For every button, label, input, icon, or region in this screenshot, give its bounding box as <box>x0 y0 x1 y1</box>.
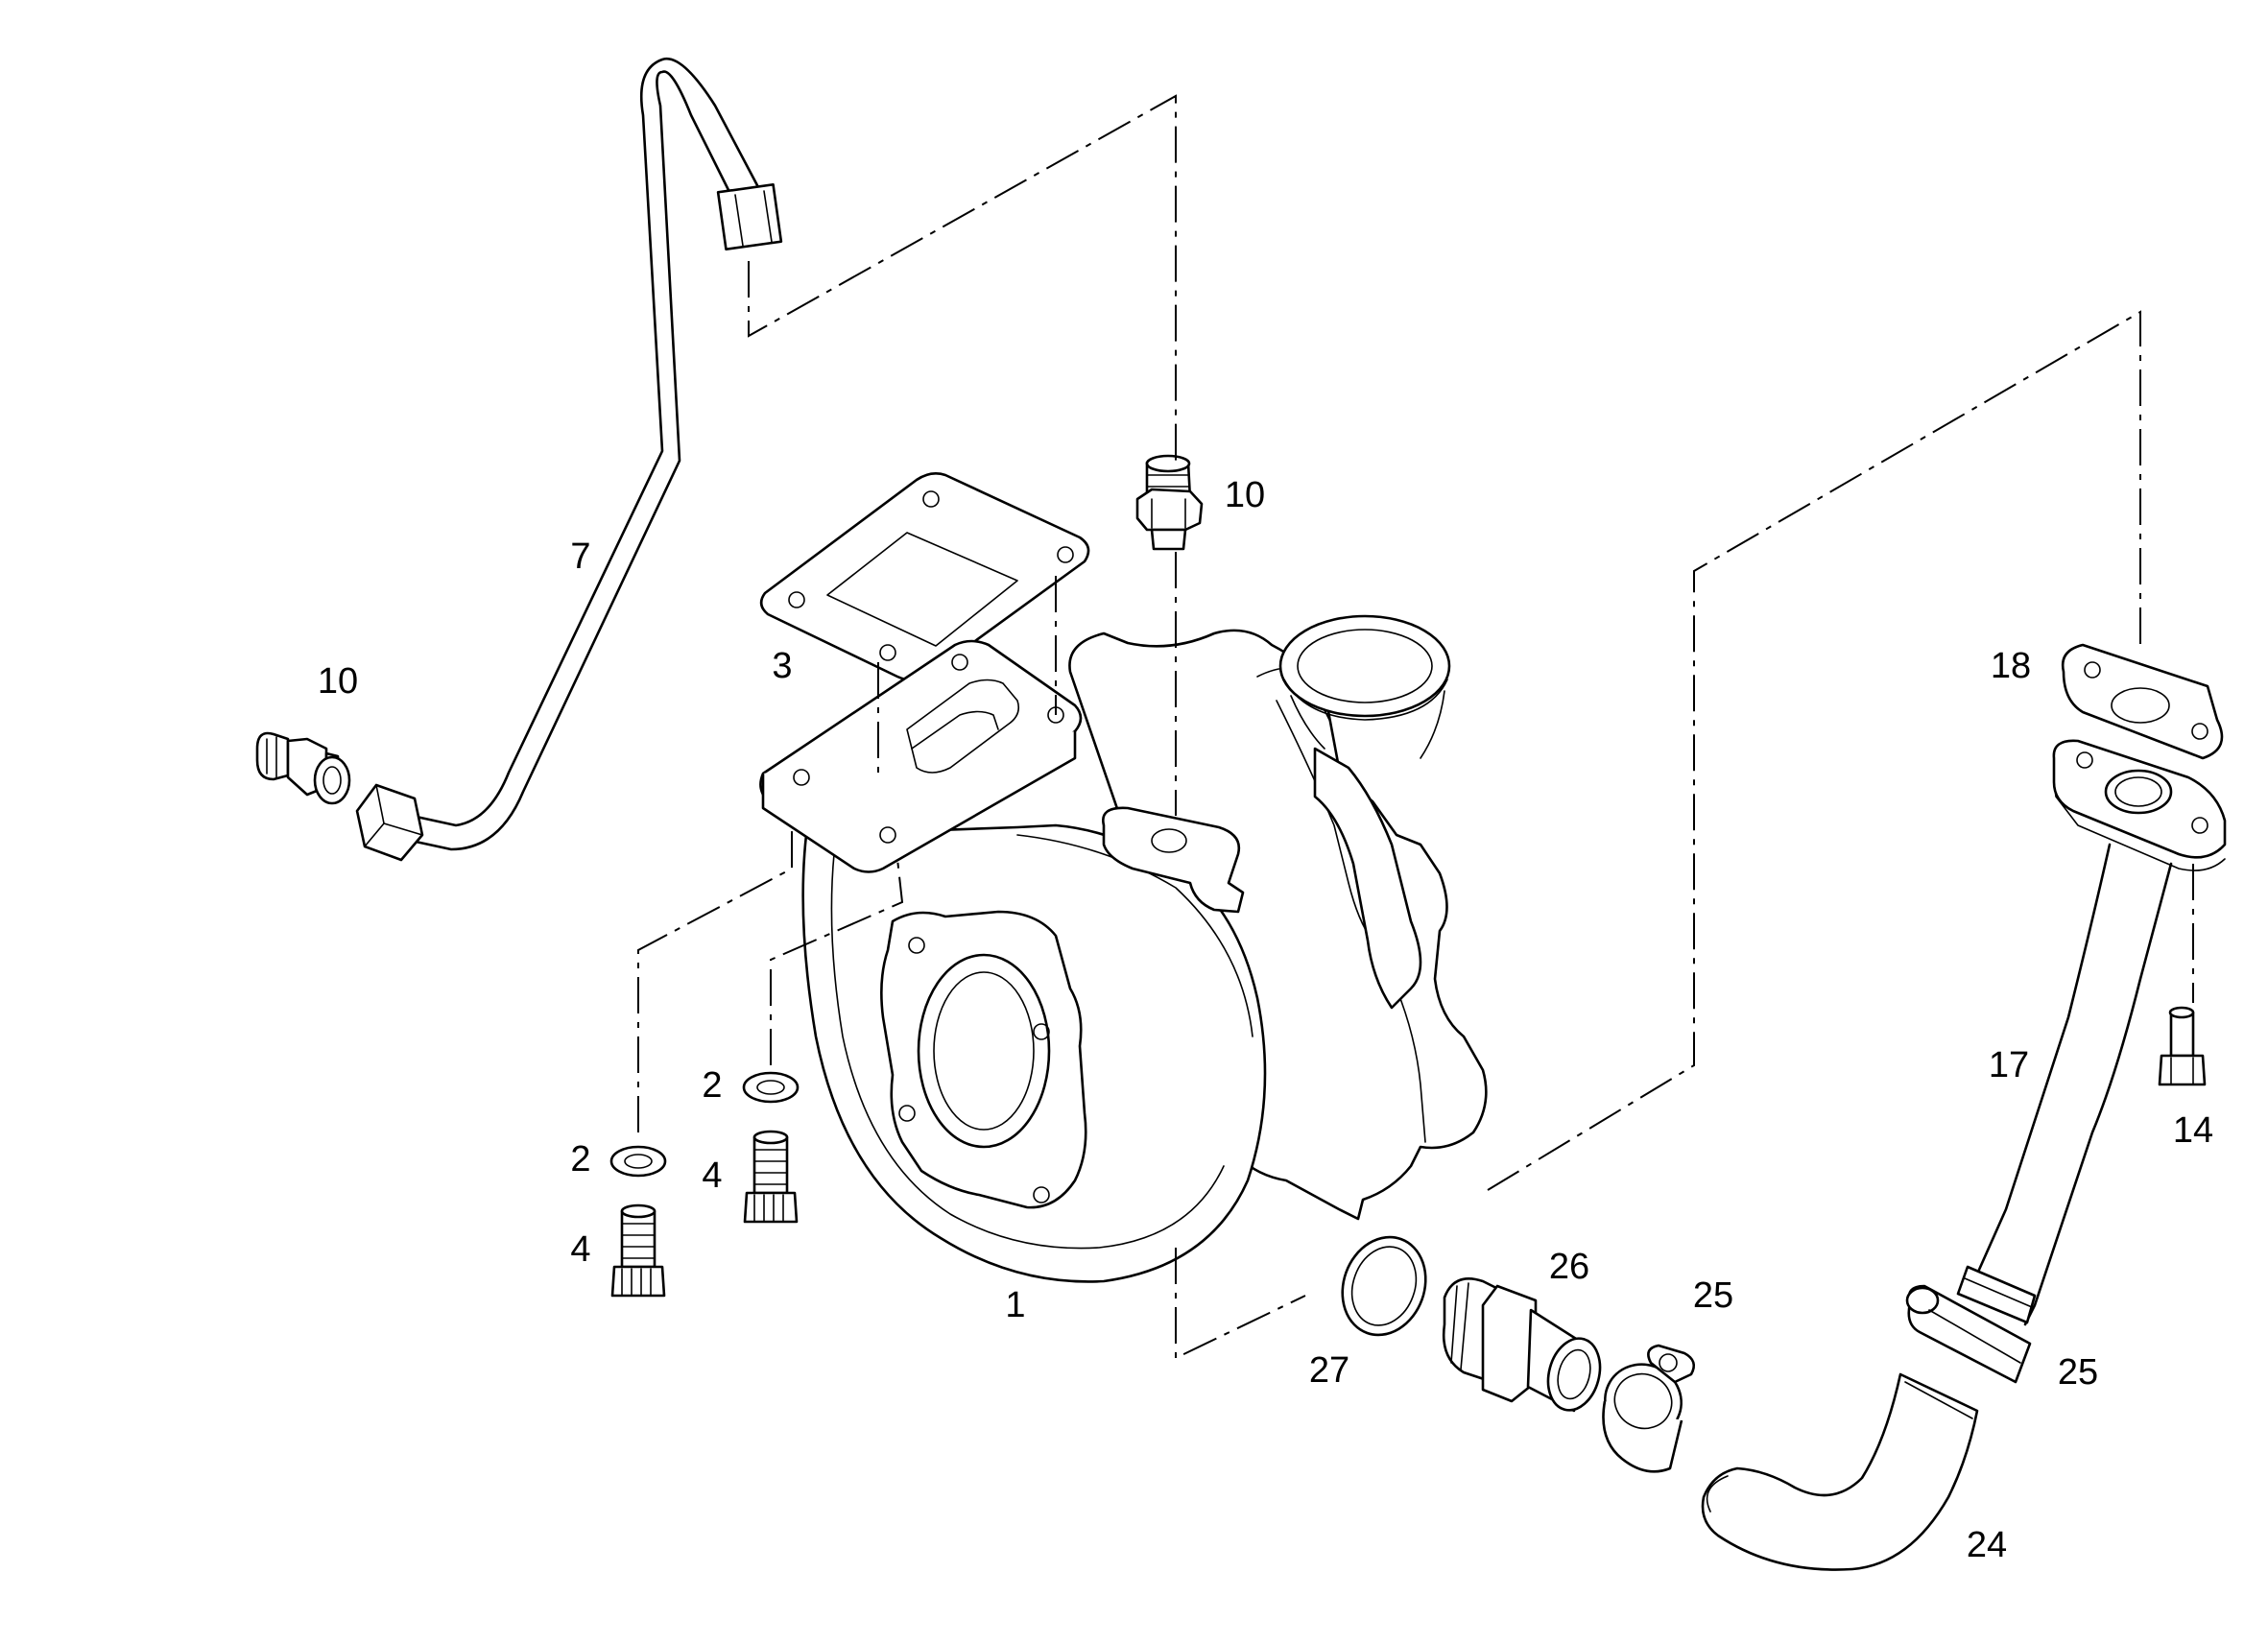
label-part-4-upper: 4 <box>702 1156 722 1196</box>
hose-clamp-right <box>1905 1284 2032 1384</box>
hose-nipple <box>1442 1277 1602 1413</box>
label-part-10-top: 10 <box>1225 475 1265 515</box>
hose-clamp-left <box>1602 1344 1696 1473</box>
label-part-25-right: 25 <box>2058 1352 2098 1393</box>
label-part-26: 26 <box>1549 1247 1589 1287</box>
oil-feed-pipe <box>392 57 783 851</box>
assembly-centerlines <box>637 94 2194 1360</box>
label-part-24: 24 <box>1967 1525 2007 1565</box>
label-part-25-left: 25 <box>1693 1275 1733 1316</box>
label-part-1: 1 <box>1005 1285 1025 1325</box>
sealing-washer-lower <box>609 1145 667 1178</box>
turbo-gasket <box>759 472 1090 681</box>
label-part-17: 17 <box>1989 1045 2029 1085</box>
hex-bolt-upper <box>743 1130 799 1224</box>
label-part-10-left: 10 <box>318 661 358 702</box>
turbocharger <box>759 614 1488 1283</box>
label-part-18: 18 <box>1991 646 2031 686</box>
sealing-ring <box>1341 1235 1427 1337</box>
oil-return-pipe <box>1956 843 2173 1326</box>
union-fitting-left <box>255 731 351 805</box>
return-flange-gasket <box>2061 643 2224 760</box>
callout-labels: 1 2 2 3 4 4 7 10 10 14 17 18 24 25 25 26… <box>318 475 2213 1565</box>
rubber-hose <box>1701 1372 1979 1571</box>
label-part-14: 14 <box>2173 1110 2213 1151</box>
hex-screw <box>2158 1006 2207 1086</box>
pipe-nut-lower <box>355 783 424 862</box>
label-part-3: 3 <box>772 646 792 686</box>
label-part-2-upper: 2 <box>702 1065 722 1106</box>
label-part-4-lower: 4 <box>570 1229 590 1270</box>
label-part-2-lower: 2 <box>570 1139 590 1179</box>
sealing-washer-upper <box>742 1071 800 1104</box>
label-part-27: 27 <box>1309 1350 1349 1391</box>
label-part-7: 7 <box>570 536 590 577</box>
return-pipe-flange <box>2052 739 2227 871</box>
hex-bolt-lower <box>610 1203 666 1298</box>
union-fitting-top <box>1135 454 1204 551</box>
